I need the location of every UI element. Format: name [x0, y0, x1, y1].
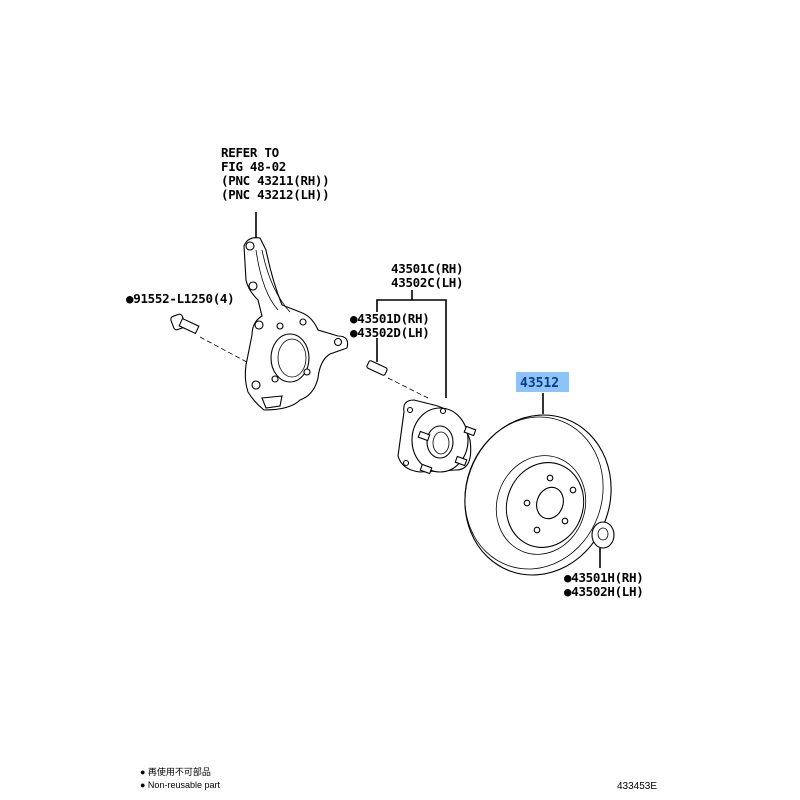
reference-line: REFER TO	[221, 145, 279, 160]
hub-nut	[591, 521, 615, 549]
callout-disc[interactable]: 43512	[520, 376, 559, 391]
callout-hub-lh[interactable]: 43502C(LH)	[391, 275, 464, 290]
disc-callout-highlight	[516, 372, 569, 392]
callout-hub-rh[interactable]: 43501C(RH)	[391, 261, 464, 276]
reference-line: (PNC 43211(RH))	[221, 173, 329, 188]
stud-dashed-line	[387, 377, 429, 399]
callout-nut-rh[interactable]: ●43501H(RH)	[564, 570, 644, 585]
reference-line: FIG 48-02	[221, 159, 286, 174]
hub-bolt-part	[366, 360, 388, 376]
callout-nut-lh[interactable]: ●43502H(LH)	[564, 584, 644, 599]
callout-stud-lh[interactable]: ●43502D(LH)	[350, 325, 430, 340]
reference-line: (PNC 43212(LH))	[221, 187, 329, 202]
brake-disc	[464, 414, 612, 576]
reference-note: REFER TO FIG 48-02 (PNC 43211(RH)) (PNC …	[221, 145, 330, 202]
legend-english: ● Non-reusable part	[140, 780, 220, 790]
legend-japanese: ● 再使用不可部品	[140, 766, 211, 777]
hub-bearing	[397, 399, 477, 475]
callout-stud-rh[interactable]: ●43501D(RH)	[350, 311, 430, 326]
bolt-part	[170, 313, 200, 335]
bolt-dashed-line	[199, 336, 259, 369]
callout-bolt[interactable]: ●91552-L1250(4)	[126, 291, 235, 306]
steering-knuckle	[243, 237, 349, 411]
figure-code: 433453E	[617, 781, 657, 792]
